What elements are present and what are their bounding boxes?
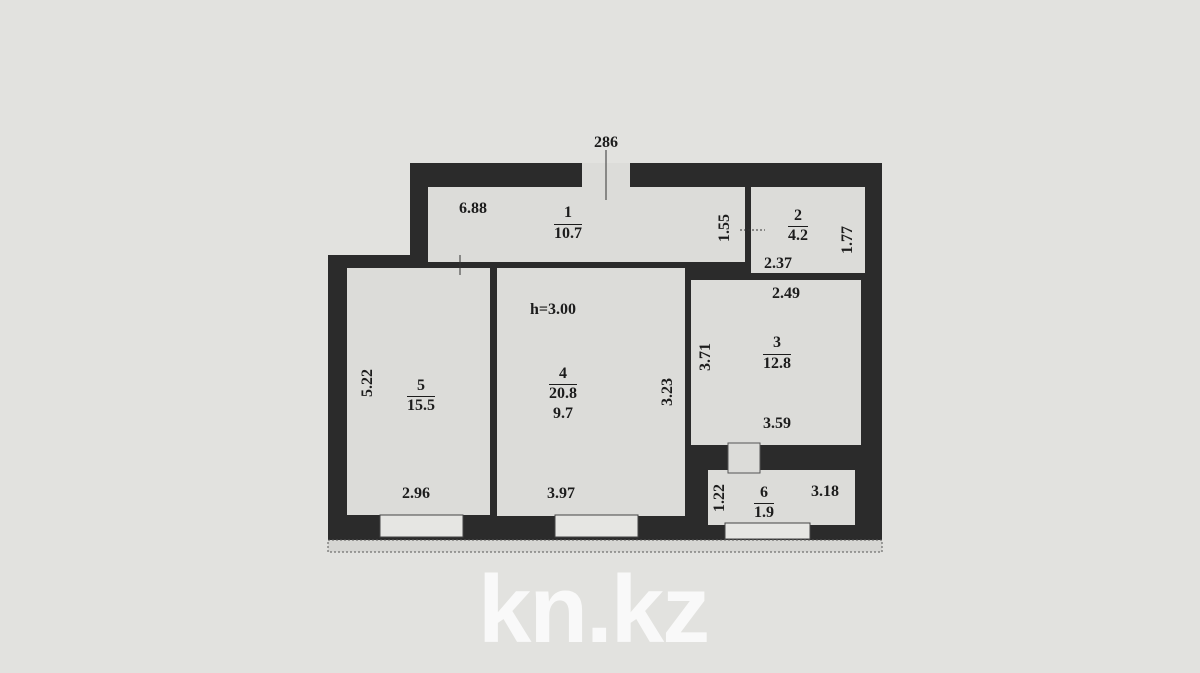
room-1-floor (428, 187, 745, 262)
room-2-number: 2 (794, 207, 802, 224)
room-3-floor (691, 280, 861, 445)
window-3 (724, 522, 811, 540)
top-dimension: 286 (594, 134, 618, 151)
room-1-area: 10.7 (554, 225, 582, 242)
room-2-area: 4.2 (788, 227, 808, 244)
room-3-dim-bottom: 3.59 (763, 415, 791, 432)
room-1-number: 1 (564, 204, 572, 221)
room-6-number: 6 (760, 484, 768, 501)
room-4-floor (497, 268, 685, 516)
room-6-area: 1.9 (754, 504, 774, 521)
room-1-dim-length: 6.88 (459, 200, 487, 217)
room-6-dim-length: 3.18 (811, 483, 839, 500)
room-3-number: 3 (773, 334, 781, 351)
room-2-dim-length: 1.77 (839, 226, 856, 254)
room-2-floor (751, 187, 865, 273)
room-4-dim-length: 3.23 (659, 378, 676, 406)
room-6-dim-width: 1.22 (711, 484, 728, 512)
room-4-sub-area: 9.7 (553, 405, 573, 422)
room-3-area: 12.8 (763, 355, 791, 372)
window-2 (554, 514, 639, 538)
room-3-dim-side: 3.71 (697, 343, 714, 371)
room-6-floor (708, 470, 855, 525)
balcony-strip (327, 539, 883, 553)
room-1-dim-width: 1.55 (716, 214, 733, 242)
room-5-number: 5 (417, 377, 425, 394)
room-5-floor (347, 268, 490, 515)
room-2-dim-width: 2.37 (764, 255, 792, 272)
room-4-dim-width: 3.97 (547, 485, 575, 502)
room-3-dim-top: 2.49 (772, 285, 800, 302)
room-5-dim-length: 5.22 (359, 369, 376, 397)
room-5-dim-width: 2.96 (402, 485, 430, 502)
room-4-area: 20.8 (549, 385, 577, 402)
ceiling-height: h=3.00 (529, 301, 577, 318)
watermark-logo: kn.kz (478, 556, 710, 663)
room-4-number: 4 (559, 365, 567, 382)
window-1 (379, 514, 464, 538)
door-opening (727, 442, 761, 474)
room-5-area: 15.5 (407, 397, 435, 414)
